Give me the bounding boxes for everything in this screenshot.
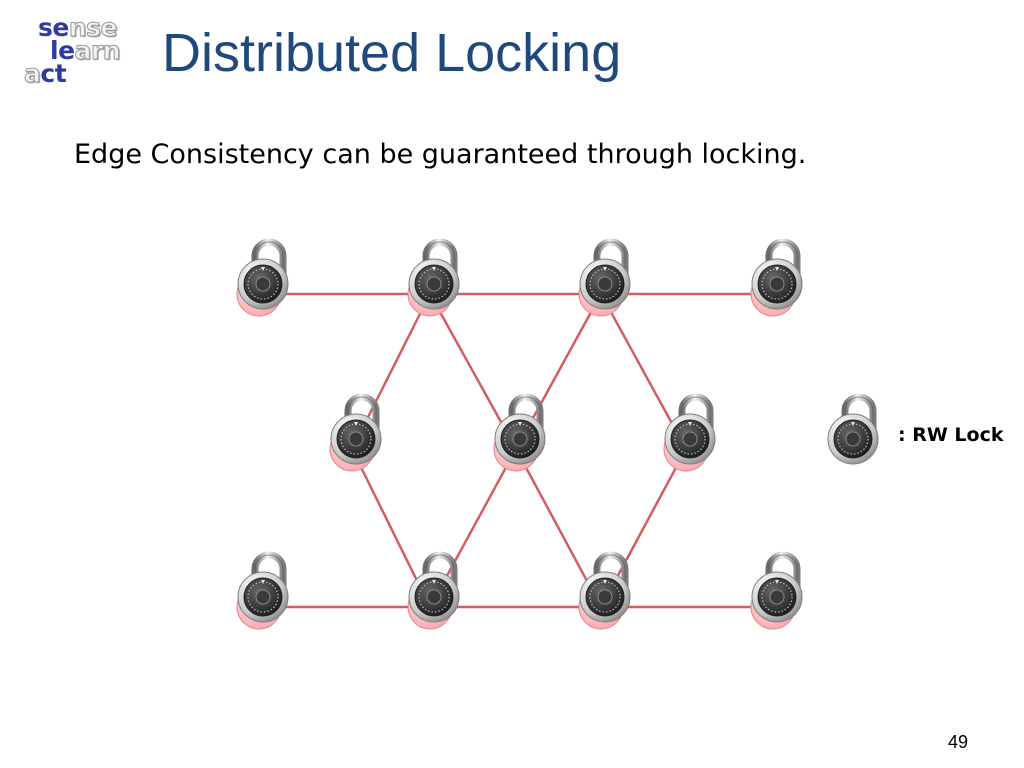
padlock-icon (752, 242, 802, 309)
padlock-icon (409, 555, 459, 622)
slide-title: Distributed Locking (162, 23, 622, 83)
padlock-icon (580, 555, 630, 622)
logo-text-a: a (23, 59, 41, 88)
padlock-icon (752, 555, 802, 622)
padlock-icon (580, 242, 630, 309)
padlock-icon (331, 397, 381, 464)
logo-text-le: le (50, 36, 75, 65)
padlock-icon (495, 397, 545, 464)
logo-text-ct: ct (40, 59, 67, 88)
logo-text-nse: nse (68, 13, 118, 42)
padlock-icon (238, 555, 288, 622)
logo-text-arn: arn (74, 36, 121, 65)
padlock-icon (665, 397, 715, 464)
page-number: 49 (947, 732, 969, 752)
legend-rw-lock-label: : RW Lock (898, 424, 1004, 446)
slide-subtitle: Edge Consistency can be guaranteed throu… (74, 139, 807, 170)
legend-lock (828, 397, 878, 464)
logo-text-se: se (38, 13, 69, 42)
graph-locks (238, 242, 802, 622)
sense-learn-act-logo: sense learn act (23, 13, 134, 90)
padlock-icon (409, 242, 459, 309)
legend-padlock-icon (828, 397, 878, 464)
padlock-icon (238, 242, 288, 309)
